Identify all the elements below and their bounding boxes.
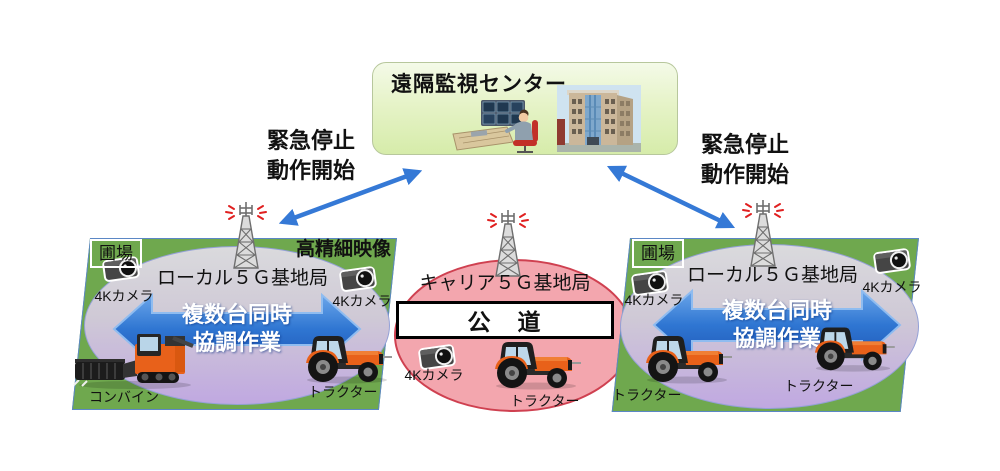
right-coop-line2: 協調作業: [732, 326, 821, 351]
combine-label: コンバイン: [89, 389, 159, 405]
right-field-camera-right-icon: [873, 248, 911, 274]
right-field-tractor-left-label: トラクター: [612, 387, 682, 403]
hd-video-label: 高精細映像: [296, 239, 392, 260]
monitoring-center-building-photo: [557, 85, 641, 152]
uplink-label-right: 緊急停止 動作開始: [690, 130, 800, 190]
right-field-camera-left-icon: [631, 270, 669, 296]
right-coop-double-arrow: [652, 288, 902, 362]
right-coop-arrow-text: 複数台同時 協調作業: [652, 292, 902, 358]
right-base-station-antenna-icon: [742, 200, 784, 267]
public-road-box: 公 道: [396, 301, 614, 339]
carrier-base-station-antenna-icon: [487, 210, 529, 277]
road-tractor-label: トラクター: [510, 393, 580, 409]
right-field-camera-left-label: 4Kカメラ: [624, 292, 684, 308]
uplink-right-line2: 動作開始: [700, 162, 789, 187]
uplink-left-line2: 動作開始: [266, 158, 355, 183]
combine-harvester-icon: [73, 334, 194, 389]
left-coop-line1: 複数台同時: [181, 302, 292, 327]
left-coop-line2: 協調作業: [192, 330, 281, 355]
left-field-camera-right-label: 4Kカメラ: [332, 293, 392, 309]
right-field-tractor-right-icon: [814, 327, 895, 372]
left-coop-arrow-text: 複数台同時 協調作業: [112, 296, 362, 362]
right-field-tractor-left-icon: [646, 336, 732, 384]
left-field-tractor-icon: [306, 336, 392, 384]
left-field-tractor-label: トラクター: [308, 384, 378, 400]
control-room-operator-icon: [452, 100, 538, 153]
right-local5g-station-label: ローカル５Ｇ基地局: [686, 265, 858, 286]
right-field-tractor-right-label: トラクター: [784, 378, 854, 394]
right-field-tag: 圃場: [632, 239, 684, 268]
carrier5g-station-label: キャリア５Ｇ基地局: [419, 273, 591, 294]
uplink-right-line1: 緊急停止: [700, 132, 789, 157]
road-tractor-icon: [495, 342, 581, 390]
monitoring-center-title: 遠隔監視センター: [391, 73, 567, 96]
left-local5g-station-label: ローカル５Ｇ基地局: [156, 268, 328, 289]
road-camera-label: 4Kカメラ: [404, 367, 464, 383]
left-field-camera-left-icon: [102, 256, 140, 282]
right-coop-line1: 複数台同時: [721, 298, 832, 323]
uplink-label-left: 緊急停止 動作開始: [256, 126, 366, 186]
left-field-camera-right-icon: [339, 266, 377, 292]
road-camera-icon: [418, 344, 456, 370]
monitoring-center-box: 遠隔監視センター: [372, 62, 678, 155]
left-base-station-antenna-icon: [225, 202, 267, 269]
public-road-label: 公 道: [467, 309, 543, 335]
left-field-camera-left-label: 4Kカメラ: [94, 288, 154, 304]
right-field-camera-right-label: 4Kカメラ: [862, 279, 922, 295]
left-field-tag: 圃場: [90, 239, 142, 268]
uplink-left-line1: 緊急停止: [266, 128, 355, 153]
